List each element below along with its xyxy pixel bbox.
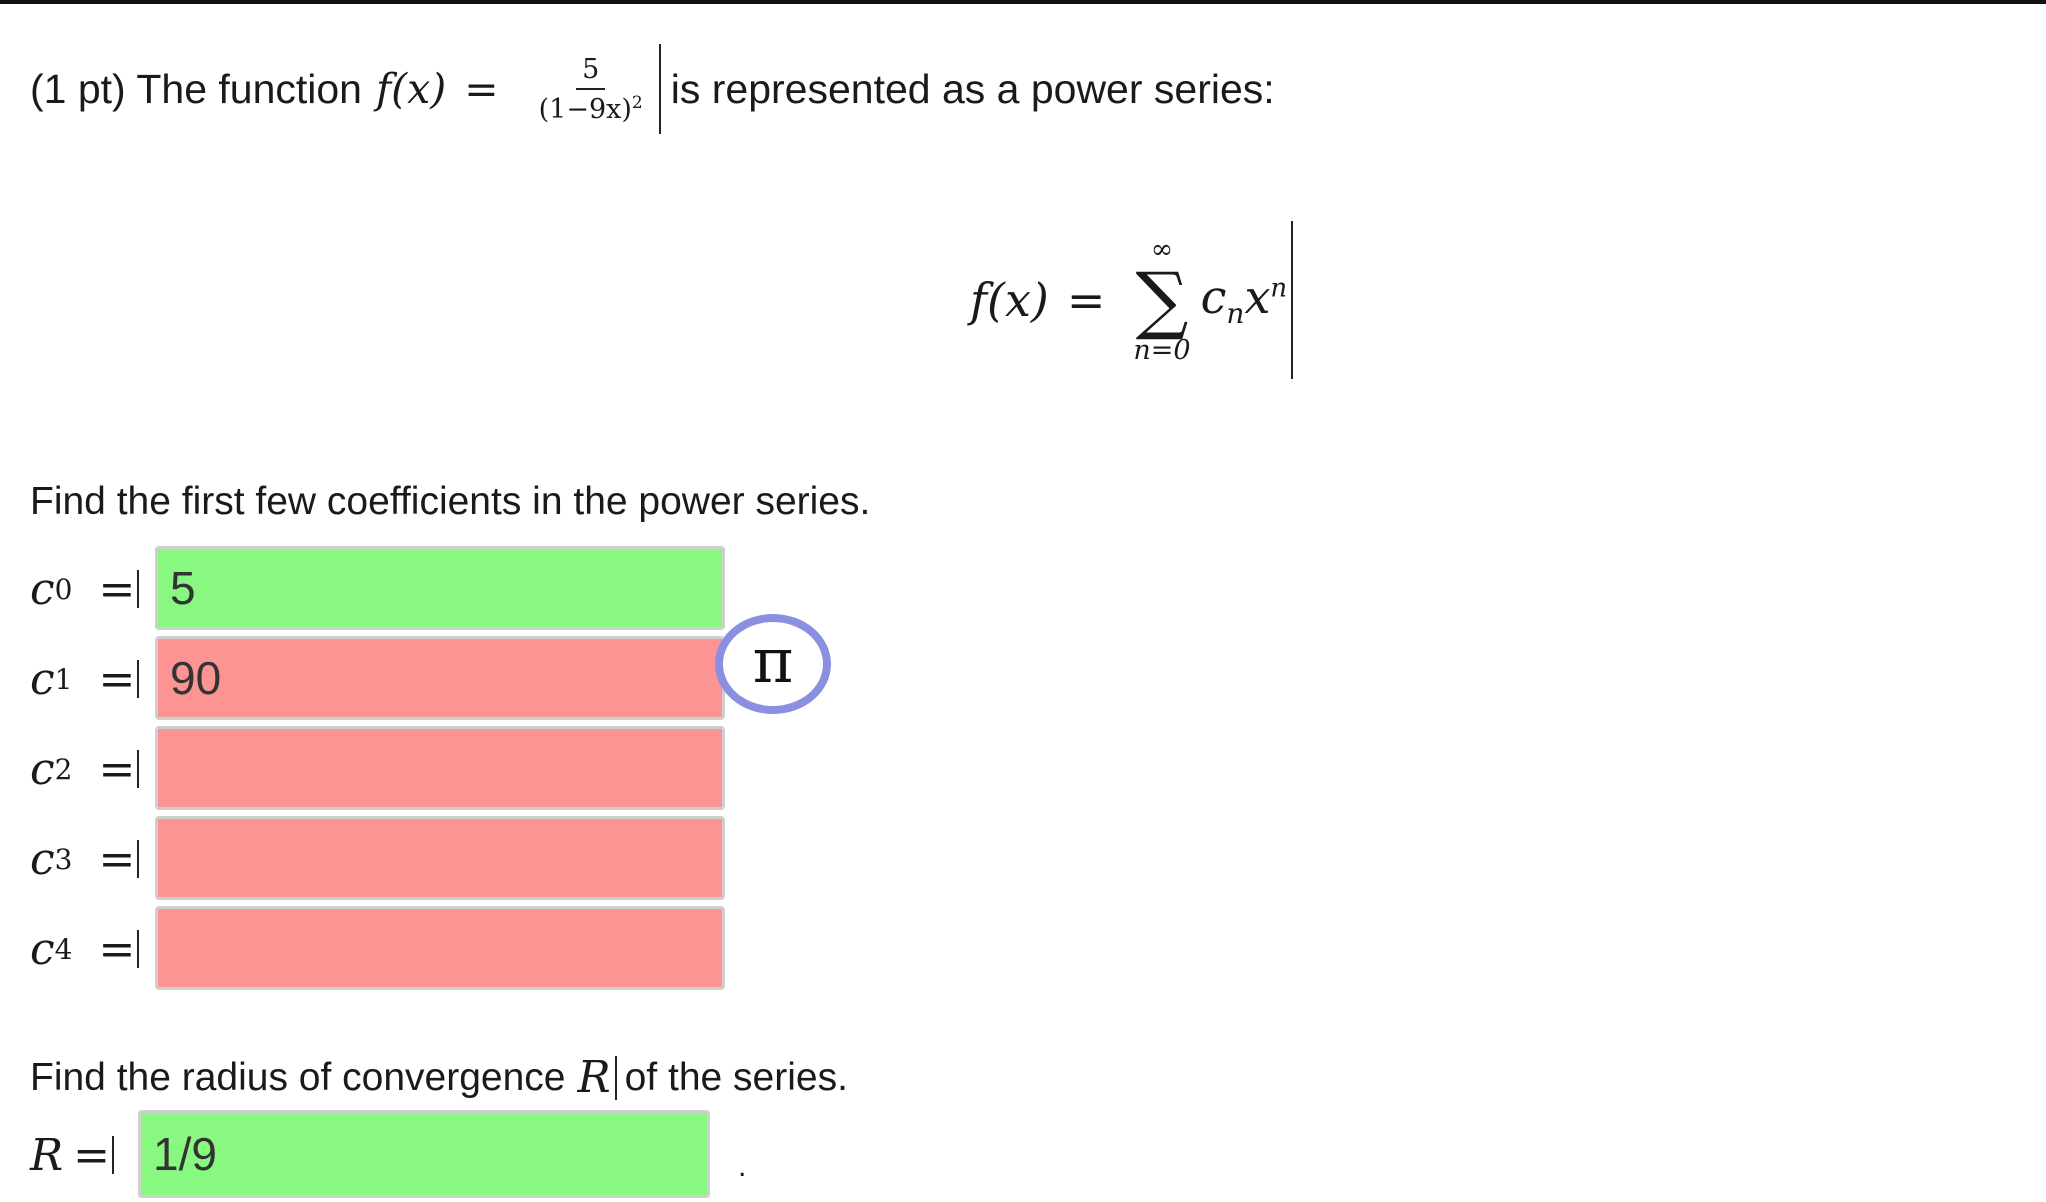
text-cursor bbox=[1291, 221, 1294, 379]
c4-answer-input[interactable] bbox=[155, 906, 725, 990]
points-text: (1 pt) The function bbox=[30, 65, 362, 112]
radius-equals: = bbox=[73, 1129, 111, 1181]
equals-sign: = bbox=[464, 65, 499, 113]
radius-prompt: Find the radius of convergence R of the … bbox=[30, 1052, 848, 1103]
problem-suffix: is represented as a power series: bbox=[670, 65, 1275, 112]
radius-variable: R bbox=[577, 1052, 611, 1103]
summation-upper-limit: ∞ bbox=[1150, 234, 1174, 265]
denominator: (1−9x)2 bbox=[538, 92, 643, 125]
coefficient-prompt: Find the first few coefficients in the p… bbox=[30, 480, 871, 523]
radius-prompt-before: Find the radius of convergence bbox=[30, 1055, 566, 1099]
summation: ∞ ∑ n=0 bbox=[1133, 236, 1190, 364]
c1-answer-input[interactable] bbox=[155, 636, 725, 720]
radius-row: R = bbox=[30, 1110, 115, 1200]
function-name: f(x) bbox=[375, 65, 447, 113]
series-lhs: f(x) bbox=[970, 273, 1049, 327]
text-cursor bbox=[658, 44, 661, 134]
numerator: 5 bbox=[576, 54, 606, 90]
c2-answer-input[interactable] bbox=[155, 726, 725, 810]
pi-equation-editor-button[interactable]: π bbox=[715, 614, 831, 714]
pi-icon: π bbox=[752, 624, 794, 697]
radius-prompt-after: of the series. bbox=[624, 1055, 848, 1099]
trailing-period: . bbox=[738, 1150, 747, 1183]
fraction: 5 (1−9x)2 bbox=[535, 54, 647, 125]
series-term: cnxn bbox=[1200, 269, 1288, 331]
problem-statement: (1 pt) The function f(x) = 5 (1−9x)2 is … bbox=[30, 34, 1275, 144]
sigma-symbol: ∑ bbox=[1135, 257, 1189, 343]
radius-label: R bbox=[30, 1129, 64, 1181]
top-border bbox=[0, 0, 2046, 4]
power-series-formula: f(x) = ∞ ∑ n=0 cnxn bbox=[970, 220, 1294, 380]
text-cursor bbox=[614, 1055, 617, 1100]
summation-lower-limit: n=0 bbox=[1133, 335, 1191, 366]
c0-answer-input[interactable] bbox=[155, 546, 725, 630]
c3-answer-input[interactable] bbox=[155, 816, 725, 900]
radius-answer-input[interactable] bbox=[138, 1110, 710, 1198]
series-equals: = bbox=[1066, 273, 1106, 327]
